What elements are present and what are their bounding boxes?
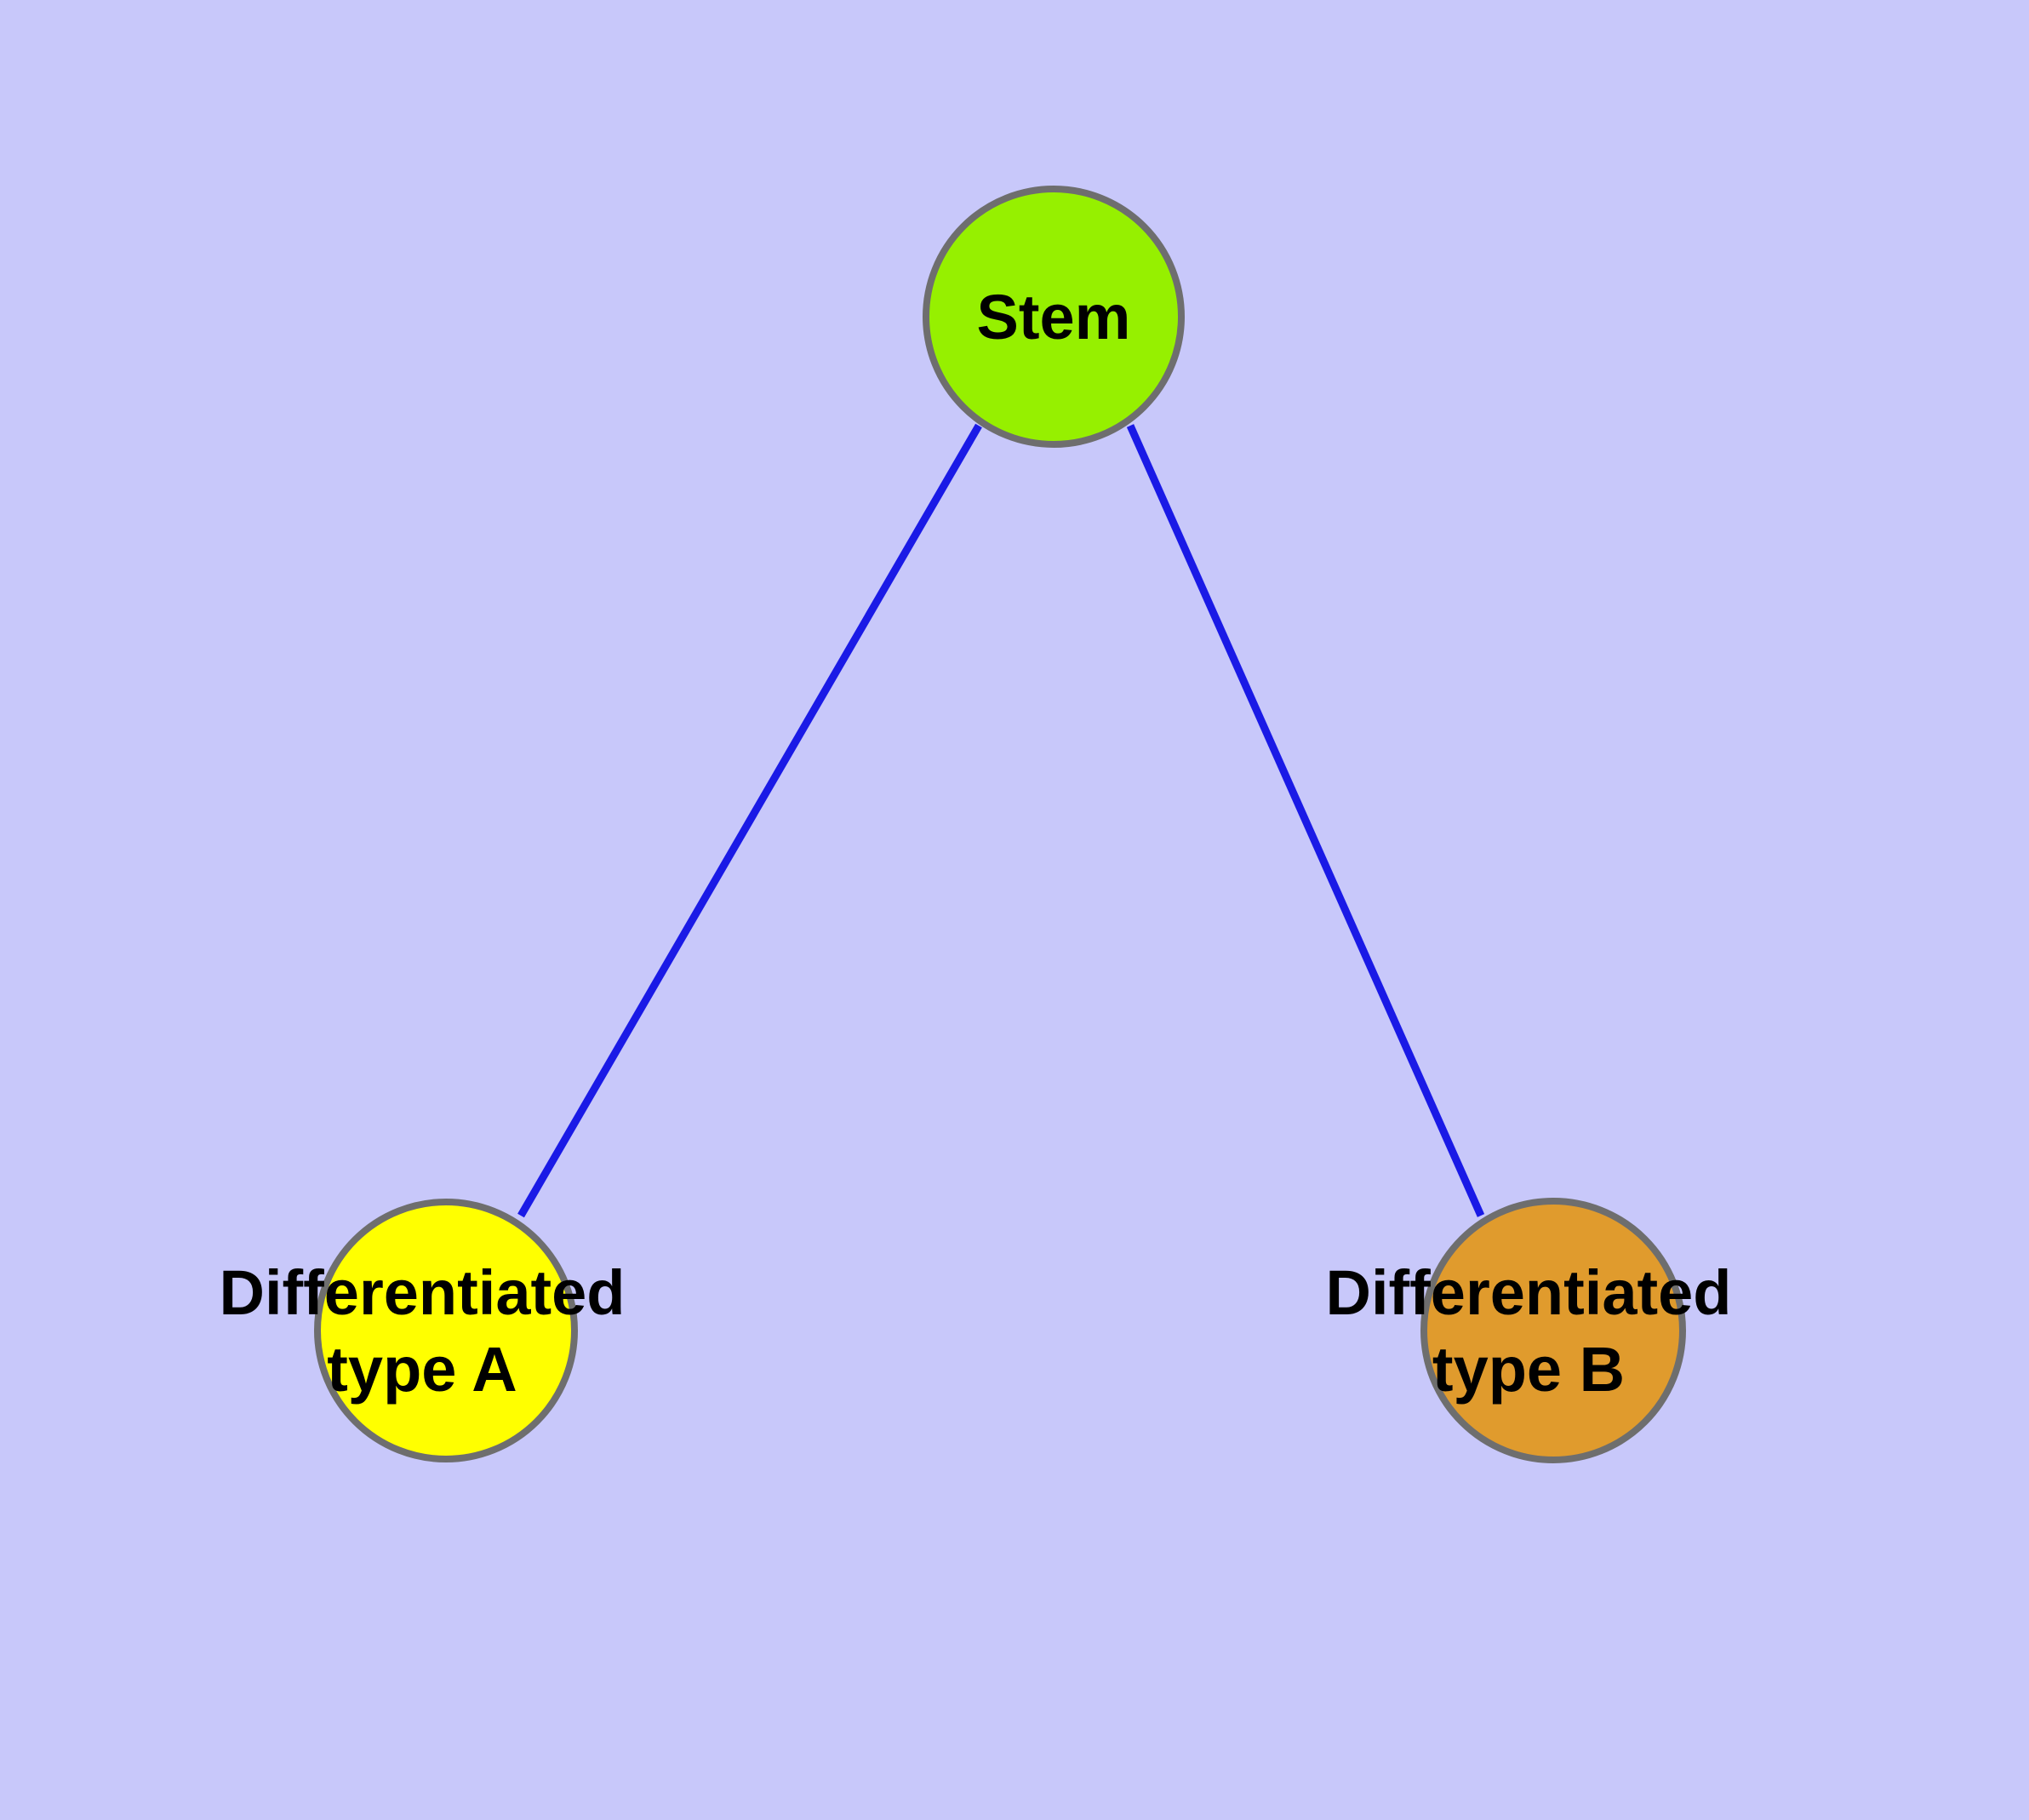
node-layer bbox=[314, 186, 1686, 1463]
node-stem-circle[interactable] bbox=[923, 186, 1185, 448]
edge-stem-to-diff-b[interactable] bbox=[1126, 424, 1485, 1217]
node-differentiated-type-b[interactable] bbox=[1420, 1198, 1686, 1463]
node-stem[interactable] bbox=[923, 186, 1185, 448]
node-stem-label: Stem bbox=[977, 282, 1131, 352]
edge-layer bbox=[517, 423, 1485, 1218]
node-differentiated-type-b-circle[interactable] bbox=[1420, 1198, 1686, 1463]
edge-stem-to-diff-a[interactable] bbox=[517, 423, 982, 1218]
node-differentiated-type-a[interactable] bbox=[314, 1199, 578, 1462]
node-differentiated-type-a-circle[interactable] bbox=[314, 1199, 578, 1462]
